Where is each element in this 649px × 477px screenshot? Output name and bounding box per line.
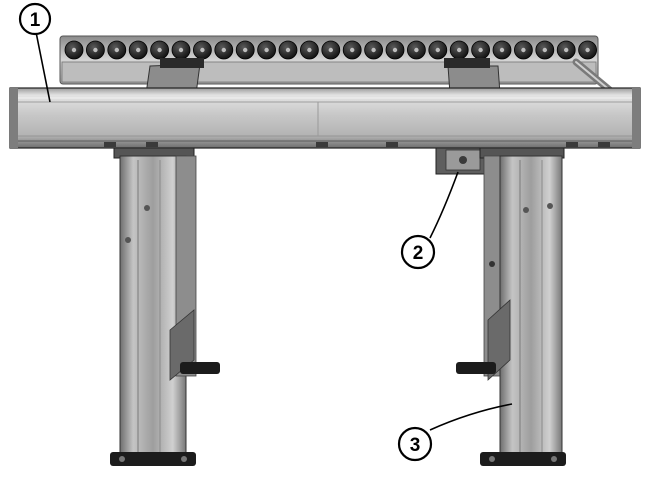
roller-hub	[307, 47, 312, 53]
roller-frame-lower-rail	[61, 61, 597, 83]
roller-hub	[264, 47, 269, 53]
beam-fastener	[104, 142, 116, 147]
callout-1-label: 1	[30, 10, 41, 31]
roller-hub	[200, 47, 205, 53]
support-brackets	[145, 58, 501, 95]
roller-hub	[157, 47, 162, 53]
beam-fastener	[316, 142, 328, 147]
roller-hub	[371, 47, 376, 53]
callout-3: 3	[397, 403, 513, 462]
roller-conveyor	[59, 35, 616, 96]
roller-hub	[93, 47, 98, 53]
roller-row	[64, 40, 597, 60]
left-leg	[110, 147, 220, 466]
roller-hub	[521, 47, 526, 53]
roller-hub	[285, 47, 291, 53]
front-beam	[9, 87, 641, 149]
roller-hub	[71, 47, 77, 53]
left-front-foot	[110, 452, 196, 466]
roller-hub	[414, 47, 419, 53]
callout-2-leader	[429, 171, 459, 239]
roller-hub	[114, 47, 120, 53]
roller-hub	[435, 47, 440, 53]
right-rear-foot	[456, 362, 496, 374]
roller-hub	[457, 47, 462, 53]
callout-3-circle	[397, 426, 433, 462]
callout-1-leader	[35, 31, 51, 103]
callout-2: 2	[400, 171, 459, 270]
roller-hub	[478, 47, 483, 53]
callout-2-label: 2	[413, 243, 424, 264]
roller-hub	[585, 47, 590, 53]
roller-hub	[243, 47, 248, 53]
roller-hub	[178, 47, 184, 53]
roller-hub	[392, 47, 398, 53]
beam-fastener	[566, 142, 578, 147]
right-leg	[456, 147, 566, 466]
callout-1: 1	[18, 2, 52, 103]
callout-2-circle	[400, 234, 436, 270]
roller-hub	[221, 47, 226, 53]
beam-fastener	[386, 142, 398, 147]
right-front-foot	[480, 452, 566, 466]
beam-end-cap-right	[632, 88, 640, 148]
beam-fastener	[598, 142, 610, 147]
roller-hub	[328, 47, 333, 53]
beam-fastener	[146, 142, 158, 147]
roller-hub	[350, 47, 355, 53]
beam-end-cap-left	[10, 88, 18, 148]
roller-hub	[136, 47, 141, 53]
roller-hub	[542, 47, 547, 53]
callout-3-leader	[429, 403, 513, 431]
callout-3-label: 3	[410, 435, 421, 456]
roller-hub	[564, 47, 569, 53]
callout-1-circle	[18, 2, 52, 36]
roller-hub	[499, 47, 505, 53]
left-rear-foot	[180, 362, 220, 374]
